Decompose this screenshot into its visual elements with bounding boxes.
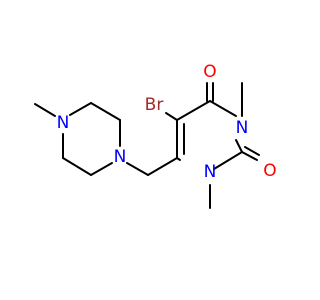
bonds [34,82,260,209]
bond-c2-o2-second [244,146,260,156]
atom-nitrogen-n3: N [236,118,249,138]
bond-npb-methyl [34,103,56,117]
atom-nitrogen-piperazine-a: N [114,147,127,167]
bond-c2-o2 [241,151,258,161]
bond-ch2-npa [126,162,149,176]
bond-c1-c2 [90,102,121,121]
atom-nitrogen-n1: N [204,162,217,182]
bond-c5-br [165,112,178,121]
molecule-structure-diagram: Br O N O N N N [34,62,277,209]
bond-c5-c4 [176,100,211,121]
atom-bromine: Br [145,95,164,115]
atom-oxygen-c4: O [203,62,216,82]
atom-labels: Br O N O N N N [57,62,277,182]
bond-c4-npa [90,162,113,176]
atom-oxygen-c2: O [263,161,276,181]
bond-c6-ch2 [147,157,178,176]
atom-nitrogen-piperazine-b: N [57,113,70,133]
bond-c2-n1 [213,151,243,170]
bond-c3-c4 [62,157,92,176]
bond-c4-n3 [209,100,237,117]
bond-c2-npb [69,102,92,116]
bond-n3-c2 [235,139,243,153]
molecule-svg: Br O N O N N N [34,62,277,209]
